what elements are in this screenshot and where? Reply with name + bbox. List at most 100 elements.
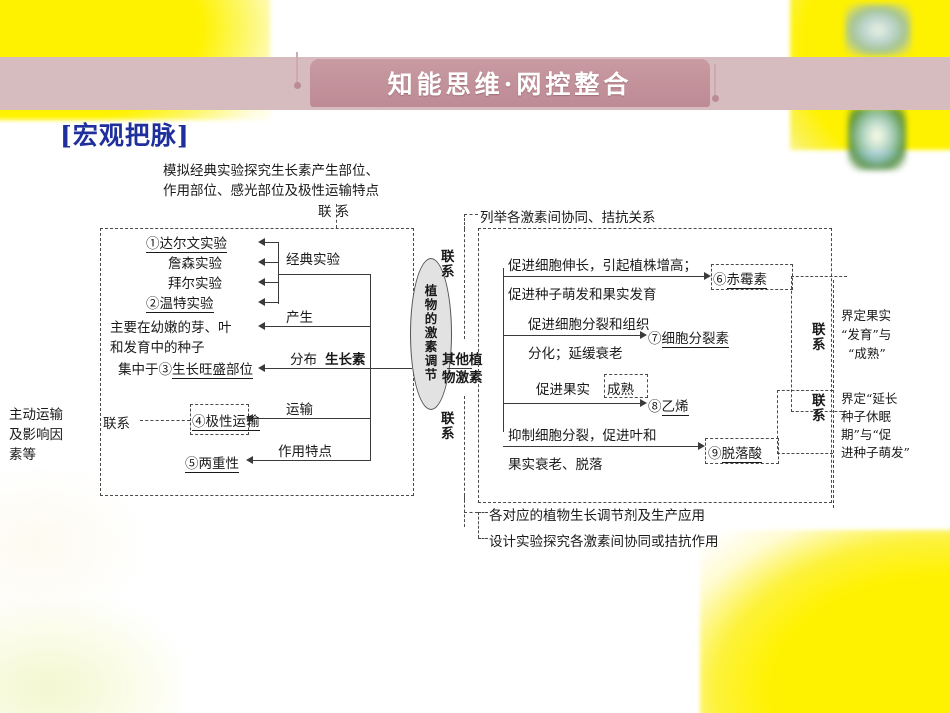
experiment-lead-1 xyxy=(264,242,279,244)
auxin-branch-label: 生长素 xyxy=(325,352,366,368)
experiment-arrow-4-icon xyxy=(258,298,265,306)
hormone-4-line xyxy=(503,446,699,448)
produce-label: 产生 xyxy=(286,310,313,326)
transport-text-box xyxy=(190,404,249,435)
hormone-4-arrow-icon xyxy=(698,442,705,450)
decor-flower-lower-right-icon xyxy=(848,108,906,170)
produce-connector-top xyxy=(278,274,371,276)
distribute-label: 分布 xyxy=(290,352,317,368)
side-note-connector: 联系 xyxy=(103,416,130,432)
bottom-note-2-lead xyxy=(478,538,488,539)
experiment-item-3: 拜尔实验 xyxy=(168,276,222,292)
hormone-3-desc-line1: 促进果实 xyxy=(536,382,590,398)
distribute-line xyxy=(264,368,371,370)
hormone-4-box xyxy=(705,438,779,464)
hormone-3-name: ⑧乙烯 xyxy=(648,399,689,416)
hormone-2-arrow-icon xyxy=(640,331,647,339)
bottom-note-1-tick xyxy=(464,512,478,513)
far-note-1-dash xyxy=(833,280,834,408)
distribute-arrow-icon xyxy=(258,364,265,372)
right-spine xyxy=(503,268,505,432)
hormone-2-name: ⑦细胞分裂素 xyxy=(648,331,729,348)
produce-text-line1: 主要在幼嫩的芽、叶 xyxy=(110,320,232,336)
distribute-text: 集中于③生长旺盛部位 xyxy=(118,362,253,379)
center-connector-bottom: 联系 xyxy=(441,411,455,442)
far-note-1-line2: “发育”与 xyxy=(841,327,892,342)
concept-map: 模拟经典实验探究生长素产生部位、 作用部位、感光部位及极性运输特点 联 系 列举… xyxy=(0,150,950,570)
center-node xyxy=(410,258,452,410)
far-note-2-line2: 种子休眠 xyxy=(841,409,892,424)
hormone-1-box xyxy=(711,264,793,290)
bottom-note-2: 设计实验探究各激素间协同或拮抗作用 xyxy=(489,534,719,550)
transport-label: 运输 xyxy=(286,402,313,418)
decor-yellow-bottom-right xyxy=(700,530,950,713)
top-right-note: 列举各激素间协同、拮抗关系 xyxy=(480,210,656,226)
top-note-line1: 模拟经典实验探究生长素产生部位、 xyxy=(163,163,379,179)
center-connector-top: 联系 xyxy=(441,249,455,280)
experiment-arrow-2-icon xyxy=(258,258,265,266)
left-spine xyxy=(370,274,372,460)
banner-plate xyxy=(310,59,710,107)
hormone-1-name: ⑥赤霉素 xyxy=(713,272,767,289)
side-note-line2: 及影响因 xyxy=(9,427,63,443)
top-right-note-stem xyxy=(464,214,465,229)
far-note-2-bracket xyxy=(777,390,833,454)
experiment-lead-4 xyxy=(264,302,279,304)
far-note-2-line4: 进种子萌发” xyxy=(841,445,910,460)
hormone-1-line xyxy=(503,276,705,278)
feature-text: ⑤两重性 xyxy=(185,456,239,473)
feature-label: 作用特点 xyxy=(278,444,332,460)
far-note-1-connector: 联 系 xyxy=(812,322,826,353)
hormone-2-desc-line1: 促进细胞分裂和组织 xyxy=(528,317,650,333)
top-note-line2: 作用部位、感光部位及极性运输特点 xyxy=(163,183,379,199)
experiment-lead-2 xyxy=(264,262,279,264)
bottom-note-1: 各对应的植物生长调节剂及生产应用 xyxy=(489,508,705,524)
banner-pin-left-icon xyxy=(294,82,301,89)
top-right-note-tick xyxy=(464,214,478,215)
hormone-3-desc-highlight: 成熟 xyxy=(607,382,634,398)
top-note-connector-line xyxy=(336,204,337,228)
bottom-note-1-lead xyxy=(478,512,488,513)
experiment-arrow-3-icon xyxy=(258,278,265,286)
hormone-1-arrow-icon xyxy=(704,272,711,280)
experiment-bracket xyxy=(278,242,280,304)
experiment-arrow-1-icon xyxy=(258,238,265,246)
side-note-line3: 素等 xyxy=(9,447,36,463)
experiment-item-4: ②温特实验 xyxy=(146,296,214,313)
banner-pin-right-stem xyxy=(714,64,716,97)
right-group-box xyxy=(478,228,832,503)
top-note-connector: 联 系 xyxy=(318,204,350,220)
experiment-lead-3 xyxy=(264,282,279,284)
banner-pin-right-icon xyxy=(712,95,719,102)
page-title: [宏观把脉] xyxy=(60,121,190,150)
side-note-connector-line xyxy=(140,420,190,421)
bottom-notes-stem xyxy=(464,495,465,527)
transport-text: ④极性运输 xyxy=(192,414,260,431)
experiment-item-1: ①达尔文实验 xyxy=(146,236,227,253)
hormone-4-desc-line1: 抑制细胞分裂，促进叶和 xyxy=(508,428,657,444)
hormone-3-highlight-box xyxy=(604,374,648,398)
side-note-line1: 主动运输 xyxy=(9,407,63,423)
center-dash-top xyxy=(464,229,465,339)
transport-arrow-icon xyxy=(246,414,253,422)
decor-flower-top-right-icon xyxy=(845,4,911,56)
hormone-3-line xyxy=(503,403,641,405)
bottom-note-1-stem xyxy=(478,512,479,538)
hormone-2-line xyxy=(503,335,641,337)
produce-text-line2: 和发育中的种子 xyxy=(110,340,205,356)
far-note-1-line3: “成熟” xyxy=(848,346,886,361)
hormone-4-name: ⑨脱落酸 xyxy=(708,446,762,463)
other-hormones-label-1: 其他植 xyxy=(442,352,483,368)
far-note-1-bracket xyxy=(791,276,847,412)
auxin-connector xyxy=(370,368,412,370)
feature-line xyxy=(252,460,371,462)
center-dash-bottom xyxy=(464,396,465,501)
hormone-1-desc-line1: 促进细胞伸长，引起植株增高； xyxy=(508,258,697,274)
other-hormones-connector xyxy=(447,368,472,370)
experiment-item-2: 詹森实验 xyxy=(168,256,222,272)
classic-experiment-label: 经典实验 xyxy=(286,252,340,268)
far-note-2-line3: 期”与“促 xyxy=(841,427,892,442)
other-hormones-label-2: 物激素 xyxy=(442,370,483,386)
far-note-2-line1: 界定“延长 xyxy=(841,391,898,406)
